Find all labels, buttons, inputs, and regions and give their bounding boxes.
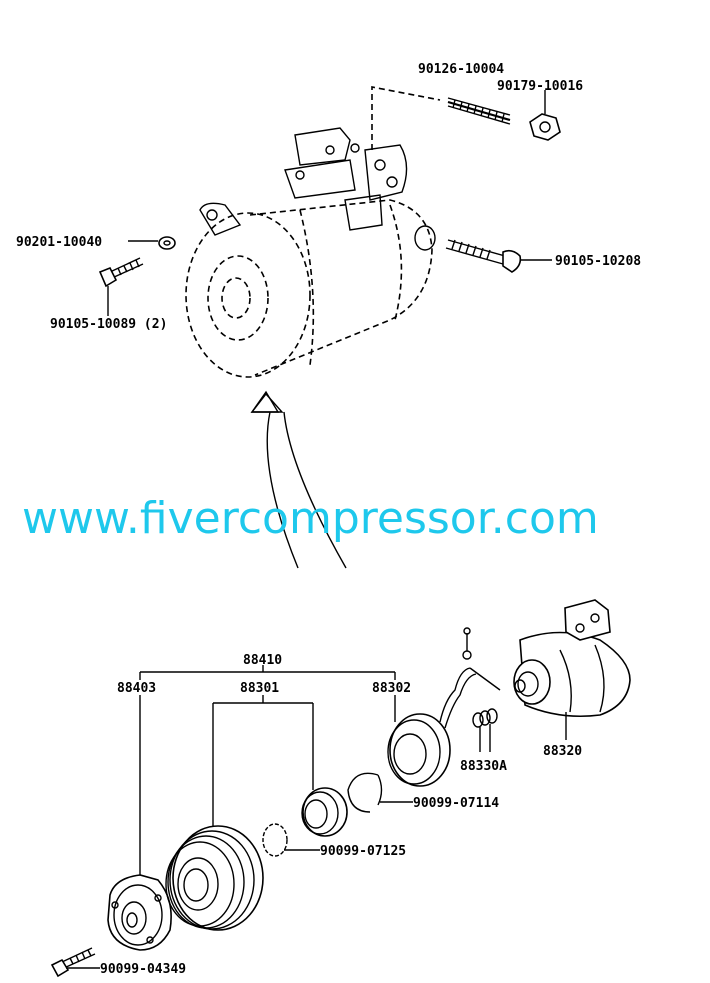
part-label-snap-ring-pulley: 90099-07125 bbox=[320, 844, 406, 859]
pulley-drawing bbox=[165, 825, 264, 931]
part-label-washer: 90201-10040 bbox=[16, 235, 102, 250]
part-label-clutch-assembly: 88410 bbox=[243, 653, 282, 668]
compressor-upper-drawing bbox=[185, 86, 441, 378]
snap-ring-pulley-drawing bbox=[262, 823, 320, 857]
nut-drawing bbox=[529, 113, 561, 141]
part-label-shim-set: 88330A bbox=[460, 759, 507, 774]
shim-set-drawing bbox=[472, 708, 498, 752]
short-bolt-drawing bbox=[98, 257, 144, 288]
pulley-bearing-drawing bbox=[301, 787, 348, 837]
part-label-nut: 90179-10016 bbox=[497, 79, 583, 94]
part-label-pulley: 88301 bbox=[240, 681, 279, 696]
washer-drawing bbox=[158, 236, 176, 250]
hub-bolt-drawing bbox=[50, 947, 100, 978]
clutch-group-bracket bbox=[139, 665, 396, 875]
stator-drawing bbox=[387, 627, 501, 787]
part-label-snap-ring-stator: 90099-07114 bbox=[413, 796, 499, 811]
part-label-long-bolt: 90105-10208 bbox=[555, 254, 641, 269]
part-label-hub-bolt: 90099-04349 bbox=[100, 962, 186, 977]
compressor-lower-drawing bbox=[513, 599, 631, 740]
watermark: www.fivercompressor.com bbox=[22, 493, 599, 544]
part-label-stud-bolt: 90126-10004 bbox=[418, 62, 504, 77]
part-label-stator: 88302 bbox=[372, 681, 411, 696]
snap-ring-stator-drawing bbox=[347, 772, 413, 813]
assembly-arrow bbox=[250, 390, 347, 569]
stud-bolt-drawing bbox=[447, 97, 511, 125]
upper-leaders bbox=[107, 90, 552, 316]
part-label-bolt-pair: 90105-10089 (2) bbox=[50, 317, 167, 332]
pressure-plate-drawing bbox=[107, 874, 172, 951]
long-bolt-drawing bbox=[445, 239, 522, 273]
part-label-compressor: 88320 bbox=[543, 744, 582, 759]
part-label-pressure-plate: 88403 bbox=[117, 681, 156, 696]
